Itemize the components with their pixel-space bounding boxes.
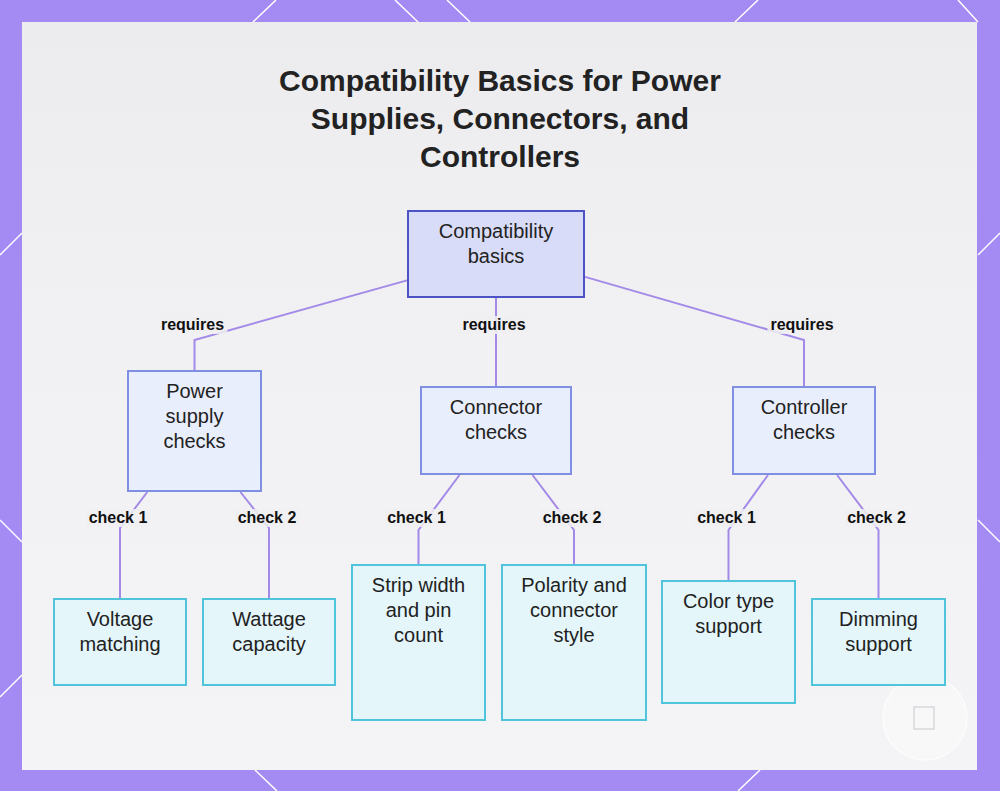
connector-line (837, 475, 878, 598)
diagram-title: Compatibility Basics for Power Supplies,… (260, 62, 740, 176)
node-text: Color type support (669, 589, 788, 639)
edge-label: check 2 (235, 509, 300, 527)
node-text: Voltage matching (61, 607, 179, 657)
connector-line (495, 298, 497, 386)
node-text: Wattage capacity (210, 607, 328, 657)
check-box: Dimming support (811, 598, 946, 686)
category-box: Compatibility basics (407, 210, 585, 298)
logo-glyph (914, 707, 934, 729)
node-text: Compatibility basics (415, 219, 577, 269)
edge-label: check 1 (384, 509, 449, 527)
node-text: Connector checks (428, 395, 564, 445)
node-text: Controller checks (740, 395, 868, 445)
category-box: Connector checks (420, 386, 572, 475)
check-box: Polarity and connector style (501, 564, 647, 721)
node-text: Strip width and pin count (359, 573, 478, 648)
check-box: Color type support (661, 580, 796, 704)
edge-label: check 2 (540, 509, 605, 527)
connector-line (120, 492, 147, 598)
connector-line (240, 492, 269, 598)
edge-label: check 1 (694, 509, 759, 527)
node-text: Power supply checks (135, 379, 254, 454)
node-text: Dimming support (819, 607, 938, 657)
edge-label: check 2 (844, 509, 909, 527)
check-box: Voltage matching (53, 598, 187, 686)
check-box: Strip width and pin count (351, 564, 486, 721)
category-box: Power supply checks (127, 370, 262, 492)
check-box: Wattage capacity (202, 598, 336, 686)
category-box: Controller checks (732, 386, 876, 475)
edge-label: check 1 (86, 509, 151, 527)
edge-label: requires (459, 316, 528, 334)
logo-mark (883, 676, 967, 760)
edge-label: requires (767, 316, 836, 334)
edge-label: requires (158, 316, 227, 334)
node-text: Polarity and connector style (509, 573, 639, 648)
connector-line (729, 475, 769, 580)
